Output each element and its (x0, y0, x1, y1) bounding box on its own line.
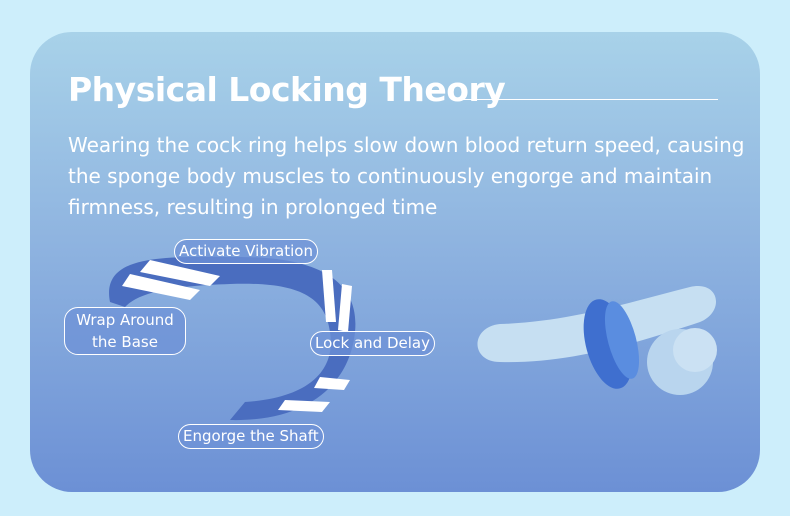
label-line: the Base (92, 333, 158, 351)
product-illustration (477, 286, 717, 395)
label-lock-and-delay: Lock and Delay (310, 331, 435, 356)
label-activate-vibration: Activate Vibration (174, 239, 318, 264)
label-engorge-shaft: Engorge the Shaft (178, 424, 324, 449)
page-title: Physical Locking Theory (68, 70, 506, 109)
diagram (109, 256, 717, 421)
ring-diagram (109, 256, 356, 421)
title-divider (460, 99, 718, 100)
label-wrap-around-base: Wrap Around the Base (64, 307, 186, 355)
description: Wearing the cock ring helps slow down bl… (68, 133, 745, 219)
label-line: Wrap Around (76, 311, 174, 329)
info-card: Physical Locking Theory Wearing the cock… (30, 32, 760, 492)
